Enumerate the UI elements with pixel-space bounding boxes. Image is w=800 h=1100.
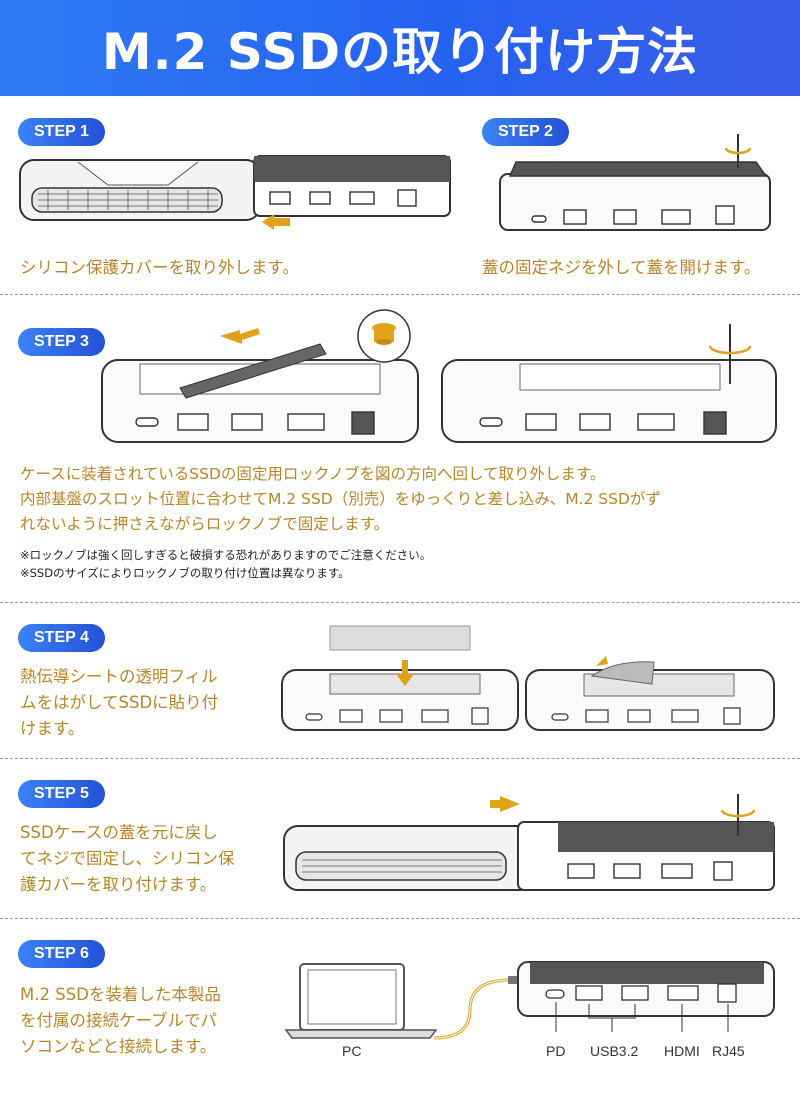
step-3-badge: STEP 3	[18, 328, 105, 356]
step-1-illustration	[19, 155, 451, 230]
step-6-caption: M.2 SSDを装着した本製品 を付属の接続ケーブルでパ ソコンなどと接続します…	[20, 982, 221, 1060]
caption-line: SSDケースの蓋を元に戻し	[20, 823, 218, 842]
laptop-icon	[284, 963, 438, 1039]
step-1-caption: シリコン保護カバーを取り外します。	[20, 258, 299, 277]
step-3-illustration-left	[101, 309, 419, 443]
caption-line: けます。	[20, 719, 85, 738]
step-3-notes: ※ロックノブは強く回しすぎると破損する恐れがありますのでご注意ください。 ※SS…	[20, 546, 431, 582]
step-6-badge: STEP 6	[18, 940, 105, 968]
divider	[0, 918, 800, 919]
step-1-badge: STEP 1	[18, 118, 105, 146]
step-4-illustration-right	[525, 656, 775, 731]
step-4-illustration-left	[281, 625, 519, 731]
step-5-illustration	[283, 794, 775, 891]
step-4-badge: STEP 4	[18, 624, 105, 652]
step-2-illustration	[499, 134, 771, 231]
caption-line: 内部基盤のスロット位置に合わせてM.2 SSD（別売）をゆっくりと差し込み、M.…	[20, 490, 661, 508]
caption-line: 護カバーを取り付けます。	[20, 875, 217, 894]
caption-line: ムをはがしてSSDに貼り付	[20, 693, 219, 712]
caption-line: 熱伝導シートの透明フィル	[20, 667, 218, 686]
usb-label: USB3.2	[590, 1043, 639, 1059]
step-2-caption: 蓋の固定ネジを外して蓋を開けます。	[482, 258, 761, 277]
step-3-illustration-right	[441, 324, 777, 443]
step-4-caption: 熱伝導シートの透明フィル ムをはがしてSSDに貼り付 けます。	[20, 664, 218, 742]
step-5-badge: STEP 5	[18, 780, 105, 808]
caption-line: ソコンなどと接続します。	[20, 1037, 217, 1056]
step-6-illustration	[284, 961, 775, 1040]
caption-line: M.2 SSDを装着した本製品	[20, 985, 221, 1004]
caption-line: てネジで固定し、シリコン保	[20, 849, 235, 868]
note-line: ※SSDのサイズによりロックノブの取り付け位置は異なります。	[20, 566, 350, 580]
pc-label: PC	[342, 1043, 362, 1059]
title-banner: M.2 SSDの取り付け方法	[0, 0, 800, 96]
divider	[0, 602, 800, 603]
step-2-badge: STEP 2	[482, 118, 569, 146]
caption-line: を付属の接続ケーブルでパ	[20, 1011, 218, 1030]
caption-line: れないように押さえながらロックノブで固定します。	[20, 515, 390, 533]
divider	[0, 294, 800, 295]
step-3-caption: ケースに装着されているSSDの固定用ロックノブを図の方向へ回して取り外します。 …	[20, 462, 661, 537]
hdmi-label: HDMI	[664, 1043, 700, 1059]
rj45-label: RJ45	[712, 1043, 745, 1059]
pd-label: PD	[546, 1043, 566, 1059]
divider	[0, 758, 800, 759]
note-line: ※ロックノブは強く回しすぎると破損する恐れがありますのでご注意ください。	[20, 548, 432, 562]
caption-line: ケースに装着されているSSDの固定用ロックノブを図の方向へ回して取り外します。	[20, 465, 606, 483]
step-5-caption: SSDケースの蓋を元に戻し てネジで固定し、シリコン保 護カバーを取り付けます。	[20, 820, 235, 898]
page-title: M.2 SSDの取り付け方法	[101, 23, 699, 81]
